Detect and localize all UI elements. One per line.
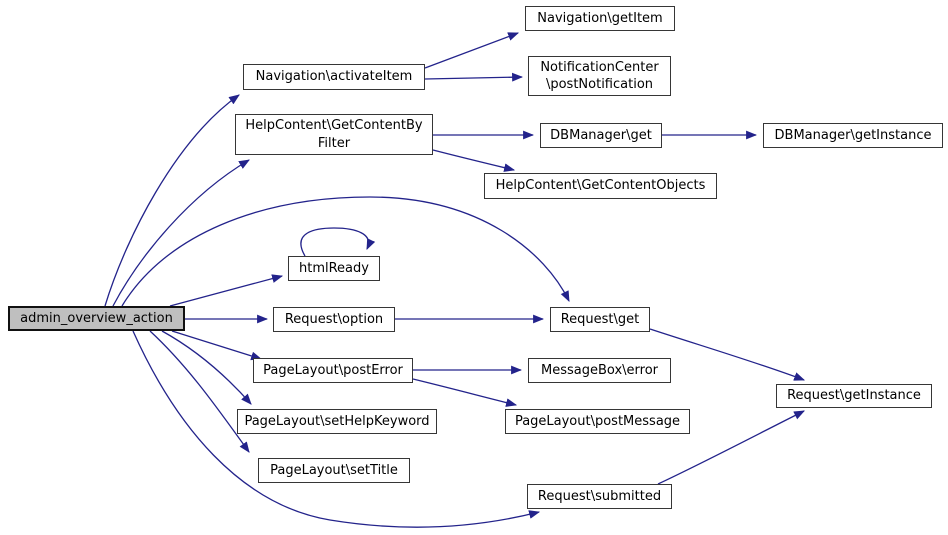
node-helpcontent-getcontentobjects[interactable]: HelpContent\GetContentObjects [484,173,717,199]
edge-admin-to-activateitem [104,94,240,307]
edge-admin-to-submitted [132,330,541,528]
edge-admin-to-posterror [171,330,263,361]
node-request-get[interactable]: Request\get [550,307,650,332]
node-request-option[interactable]: Request\option [273,307,395,332]
edge-admin-to-htmlready [169,274,284,307]
node-navigation-getitem[interactable]: Navigation\getItem [525,6,675,31]
node-navigation-activateitem[interactable]: Navigation\activateItem [243,64,425,90]
node-pagelayout-settitle[interactable]: PageLayout\setTitle [258,458,410,483]
edge-get-to-getinstance [649,328,806,381]
node-request-submitted[interactable]: Request\submitted [527,484,672,509]
edge-submitted-to-getinstance [657,410,805,485]
node-dbmanager-getinstance[interactable]: DBManager\getInstance [763,123,943,148]
node-pagelayout-postmessage[interactable]: PageLayout\postMessage [505,409,690,434]
node-helpcontent-getcontentbyfilter[interactable]: HelpContent\GetContentBy Filter [235,114,433,155]
node-request-getinstance[interactable]: Request\getInstance [776,384,932,408]
node-admin-overview-action: admin_overview_action [8,306,185,331]
node-notificationcenter-postnotification[interactable]: NotificationCenter \postNotification [528,56,671,96]
node-pagelayout-sethelpkeyword[interactable]: PageLayout\setHelpKeyword [237,409,437,434]
node-pagelayout-posterror[interactable]: PageLayout\postError [253,358,413,383]
edge-admin-to-request-get [121,196,570,307]
edge-getcontentbyfilter-to-getcontentobjects [432,149,516,172]
node-htmlready[interactable]: htmlReady [288,256,380,281]
edge-admin-to-sethelpkeyword [161,330,252,405]
node-messagebox-error[interactable]: MessageBox\error [528,358,671,383]
node-dbmanager-get[interactable]: DBManager\get [540,123,662,148]
edge-activateitem-to-getitem [424,32,520,69]
edge-activateitem-to-postnotification [424,72,524,82]
edge-admin-to-getcontentbyfilter [112,159,250,307]
edge-posterror-to-postmessage [412,378,518,407]
edge-htmlready-self-loop [300,227,376,257]
edge-admin-to-settitle [149,330,250,453]
